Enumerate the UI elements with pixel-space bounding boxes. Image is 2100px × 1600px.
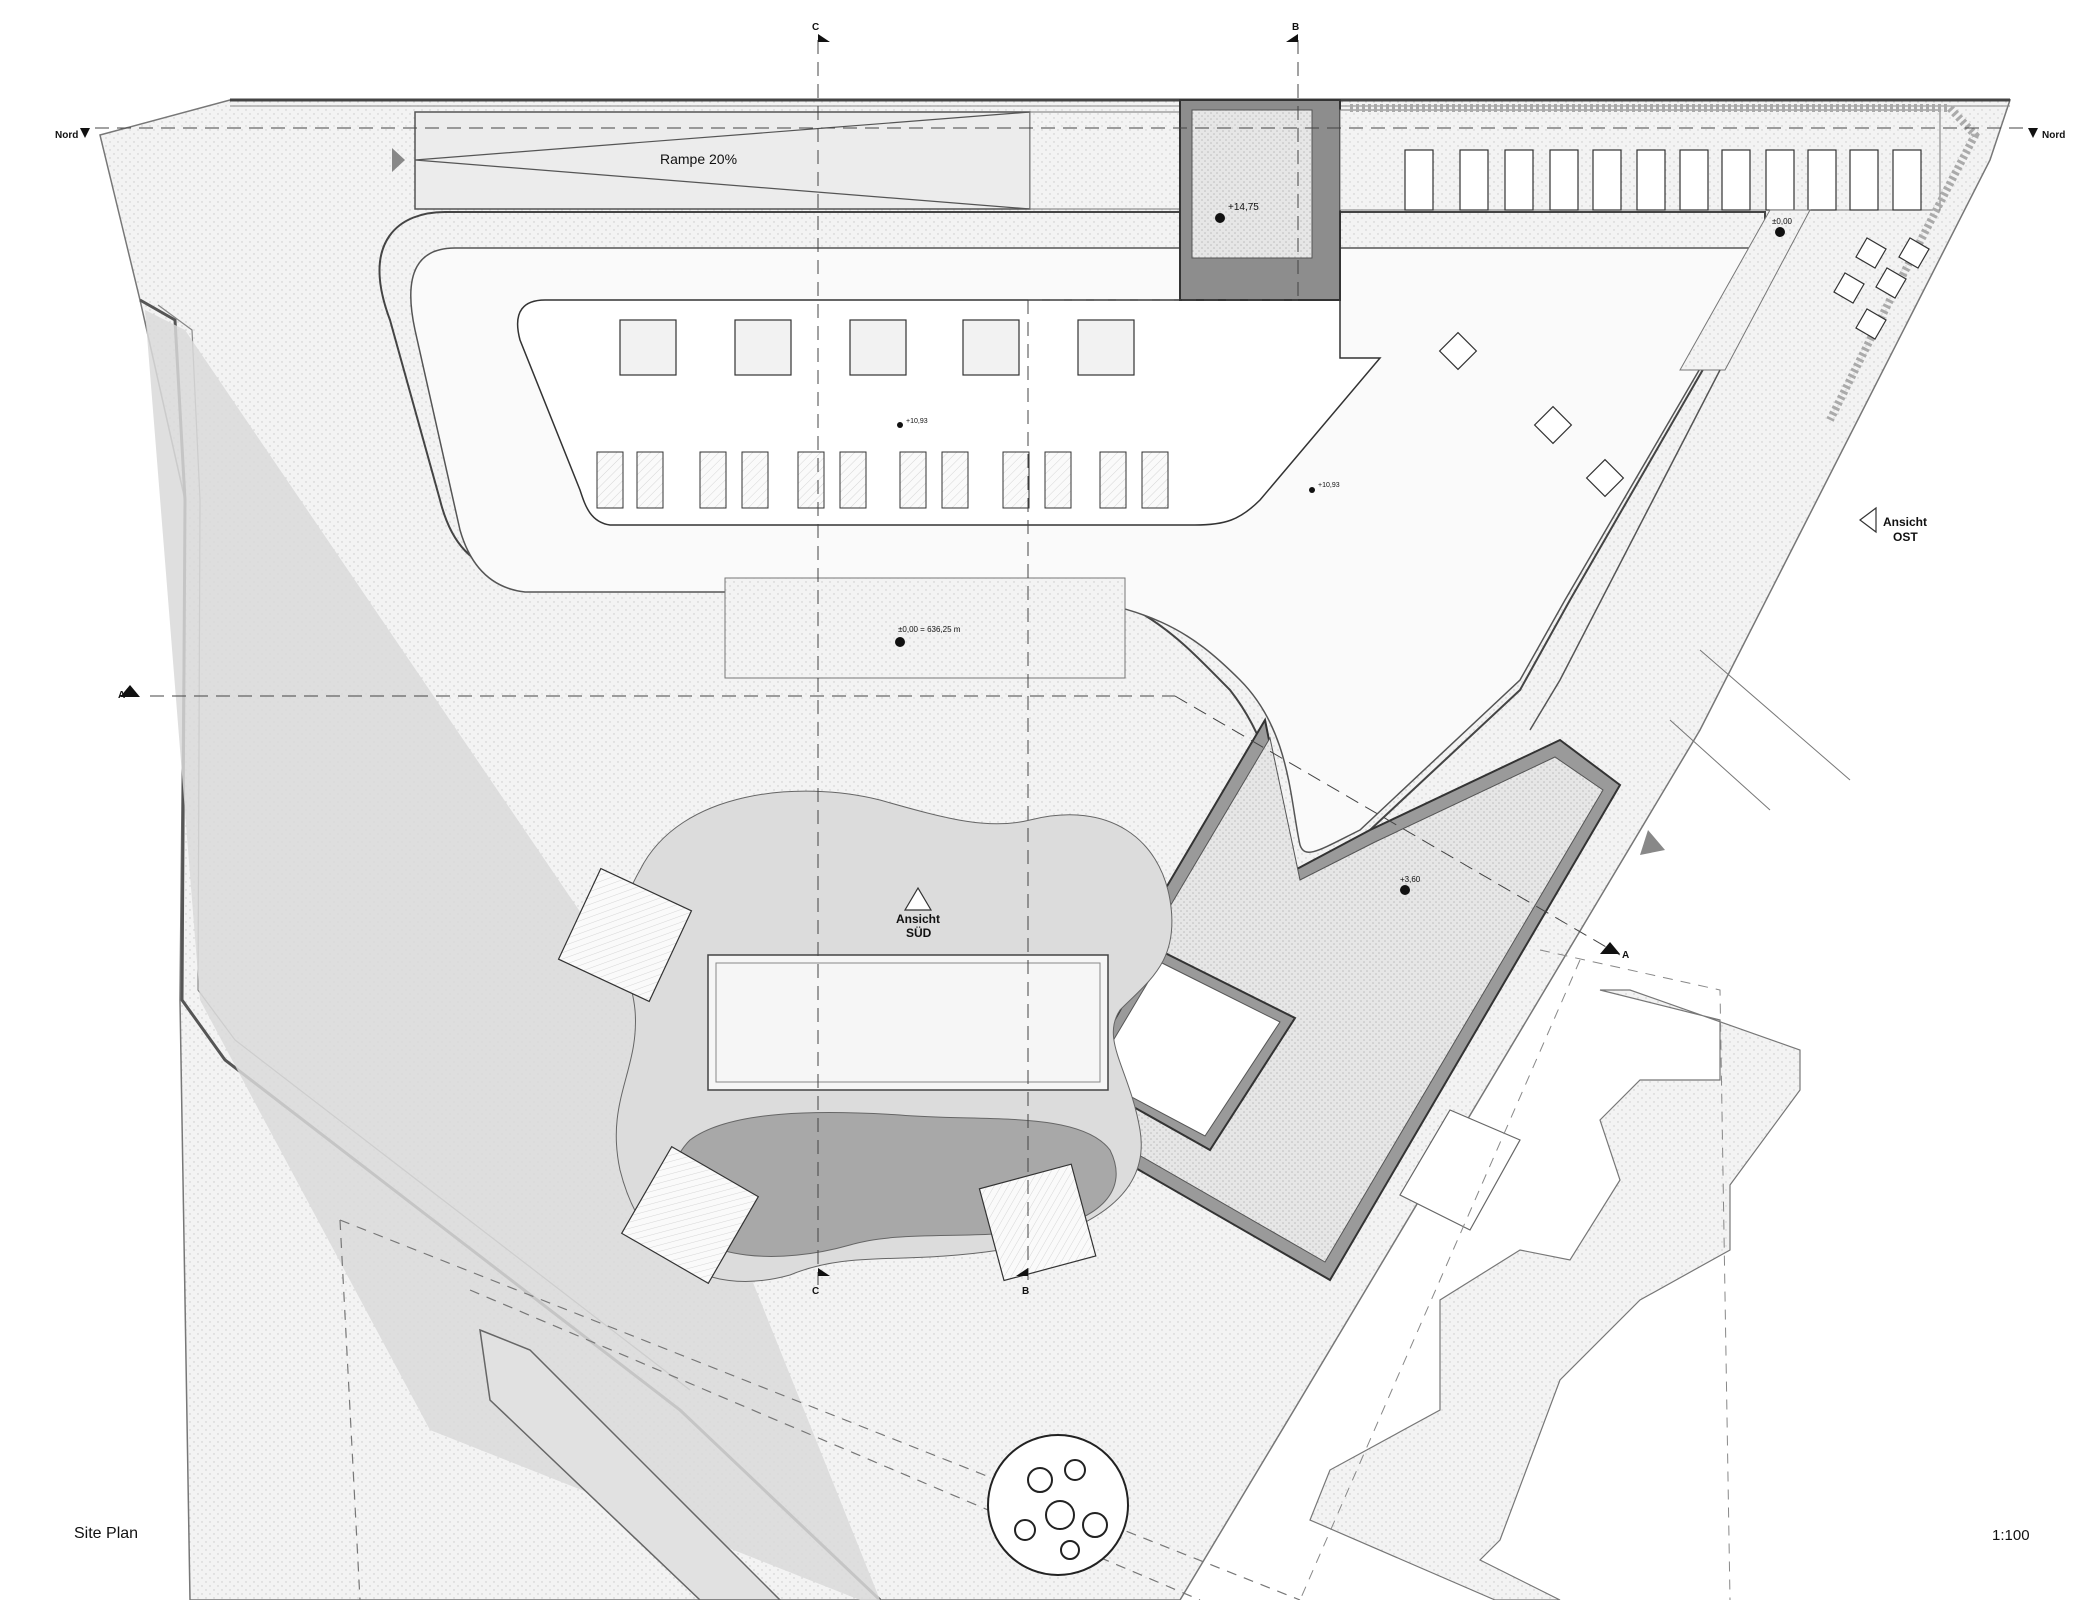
east-path	[1679, 209, 1811, 371]
section-a-marker-left	[120, 685, 140, 697]
section-line-a-diag	[1174, 695, 1621, 956]
neighbour-dashed-east	[1539, 949, 1731, 1600]
drawing-scale: 1:100	[1992, 1527, 2030, 1544]
section-c-end-label: C	[812, 1286, 819, 1297]
section-b-marker-bottom	[1016, 1268, 1028, 1276]
north-label-right: Nord	[2042, 130, 2065, 141]
section-b-end-label: B	[1022, 1286, 1029, 1297]
view-east-label-1: Ansicht	[1883, 515, 1927, 529]
east-marker-arrow	[1640, 830, 1665, 855]
section-a-end-label: A	[1622, 950, 1629, 961]
level-ground: ±0,00 = 636,25 m	[898, 625, 961, 634]
pool-inner	[715, 962, 1101, 1083]
view-south-marker	[903, 886, 933, 911]
section-b-label: B	[1292, 22, 1299, 33]
tree	[987, 1434, 1129, 1576]
neighbour-block-east	[1399, 1109, 1521, 1231]
road-line-2	[1669, 719, 1771, 811]
terrace-planters	[1438, 331, 1625, 498]
sun-loungers-row-top	[619, 319, 1135, 376]
view-south-label-1: Ansicht	[896, 912, 940, 926]
level-terrace-right: +10,93	[1318, 482, 1340, 489]
garden-pavilions	[557, 867, 1097, 1285]
outdoor-seating	[1833, 237, 1930, 340]
section-c-label: C	[812, 22, 819, 33]
neighbour-dashed-3	[339, 1219, 361, 1600]
ramp-entry-arrow	[392, 148, 405, 172]
section-a-marker-right	[1600, 942, 1620, 954]
neighbour-dashed-east-2	[1299, 959, 1581, 1600]
north-marker-right	[2028, 128, 2038, 138]
road-line-1	[1699, 649, 1851, 781]
ramp-label: Rampe 20%	[660, 151, 737, 167]
entry-paving	[724, 577, 1126, 679]
north-marker-left	[80, 128, 90, 138]
level-parking: ±0,00	[1772, 217, 1793, 226]
deck-chairs-row	[596, 451, 1169, 509]
level-block: +3,60	[1400, 875, 1421, 884]
tower-roof	[1191, 109, 1313, 259]
shadow-wedge	[145, 310, 880, 1600]
drawing-title: Site Plan	[74, 1525, 139, 1542]
section-c-marker-bottom	[818, 1268, 830, 1276]
section-a-label: A	[118, 690, 125, 701]
neighbour-building-south	[479, 1328, 782, 1600]
ramp-side-strip	[1029, 111, 1181, 210]
section-c-marker-top	[818, 34, 830, 42]
neighbour-building-east	[1309, 989, 1801, 1600]
block-courtyard-inner	[1091, 961, 1281, 1137]
section-b-marker-top	[1286, 34, 1298, 42]
level-tower: +14,75	[1228, 202, 1259, 213]
level-markers	[895, 213, 1785, 895]
level-terrace-left: +10,93	[906, 418, 928, 425]
view-east-marker	[1859, 506, 1877, 534]
north-label-left: Nord	[55, 130, 78, 141]
pool	[707, 954, 1109, 1091]
hedge-row	[1350, 104, 1980, 422]
view-south-label-2: SÜD	[906, 925, 932, 940]
view-east-label-2: OST	[1893, 530, 1918, 544]
east-edge-lines	[1529, 369, 1721, 731]
parking-cars	[1404, 149, 1922, 211]
neighbour-dashed-2	[469, 1289, 1201, 1600]
